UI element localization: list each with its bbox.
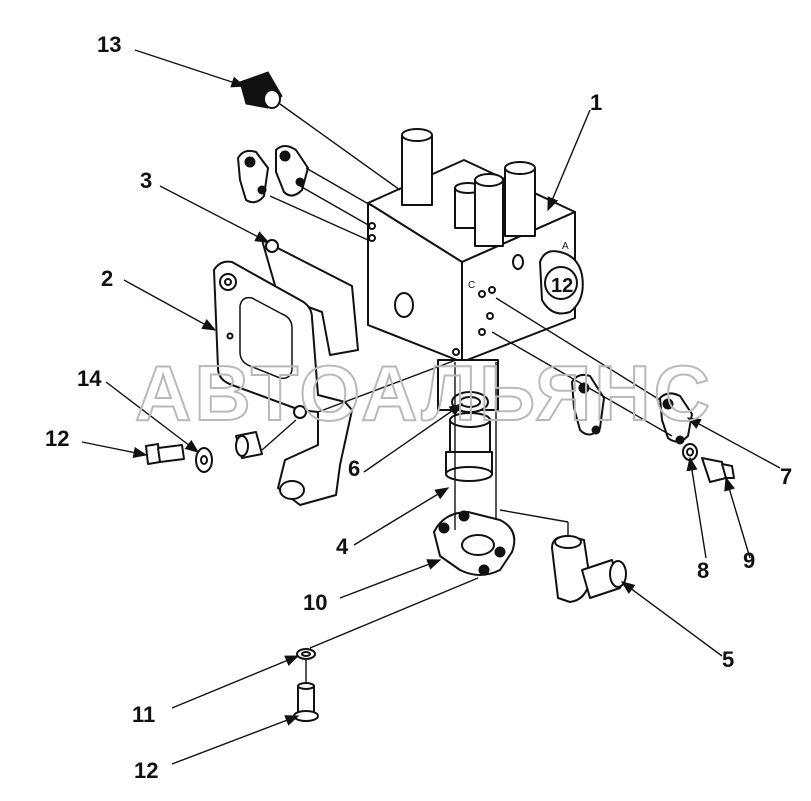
callout-14: 14 [77, 366, 102, 391]
callout-8: 8 [697, 558, 709, 583]
washer-14 [195, 447, 213, 473]
callout-5: 5 [722, 647, 734, 672]
split-flange-10 [433, 510, 516, 576]
callout-12-lower: 12 [134, 758, 158, 783]
callout-labels: 13 1 3 2 14 12 6 4 10 5 7 8 9 11 12 [45, 32, 792, 783]
right-clamps [571, 373, 693, 445]
flange-marking: 12 [551, 275, 573, 297]
callout-12-left: 12 [45, 426, 69, 451]
top-cylinder-3 [474, 173, 504, 247]
callout-11: 11 [132, 702, 155, 727]
side-port [394, 292, 414, 318]
bolt-9 [701, 457, 735, 483]
callout-9: 9 [743, 548, 755, 573]
fitting-13 [239, 71, 283, 109]
adapter-4 [445, 412, 493, 482]
washer-11 [296, 648, 316, 660]
flange-12: 12 [539, 250, 584, 315]
watermark-text: АВТОАЛЬЯНС [135, 349, 713, 437]
bracket [213, 260, 353, 506]
callout-2: 2 [101, 266, 113, 291]
callout-leaders [81, 49, 781, 765]
top-cylinder-4 [504, 161, 536, 237]
callout-4: 4 [336, 534, 349, 559]
bolt-12-lower [293, 682, 319, 722]
callout-13: 13 [97, 32, 121, 57]
assembly-lines [261, 103, 673, 684]
port-letter-a: A [562, 241, 569, 252]
spacer [235, 431, 263, 459]
valve-block: 12 A C [367, 128, 584, 411]
port-letter-c: C [468, 280, 475, 291]
front-port [512, 254, 524, 270]
upper-clamps [237, 145, 309, 204]
elbow-fitting-5 [551, 535, 627, 603]
bolt-12-left [145, 443, 185, 465]
callout-6: 6 [348, 456, 360, 481]
callout-3: 3 [140, 168, 152, 193]
washer-8 [682, 443, 698, 461]
callout-10: 10 [303, 590, 327, 615]
top-cylinder-1 [401, 128, 433, 206]
callout-1: 1 [590, 90, 602, 115]
callout-7: 7 [780, 464, 792, 489]
